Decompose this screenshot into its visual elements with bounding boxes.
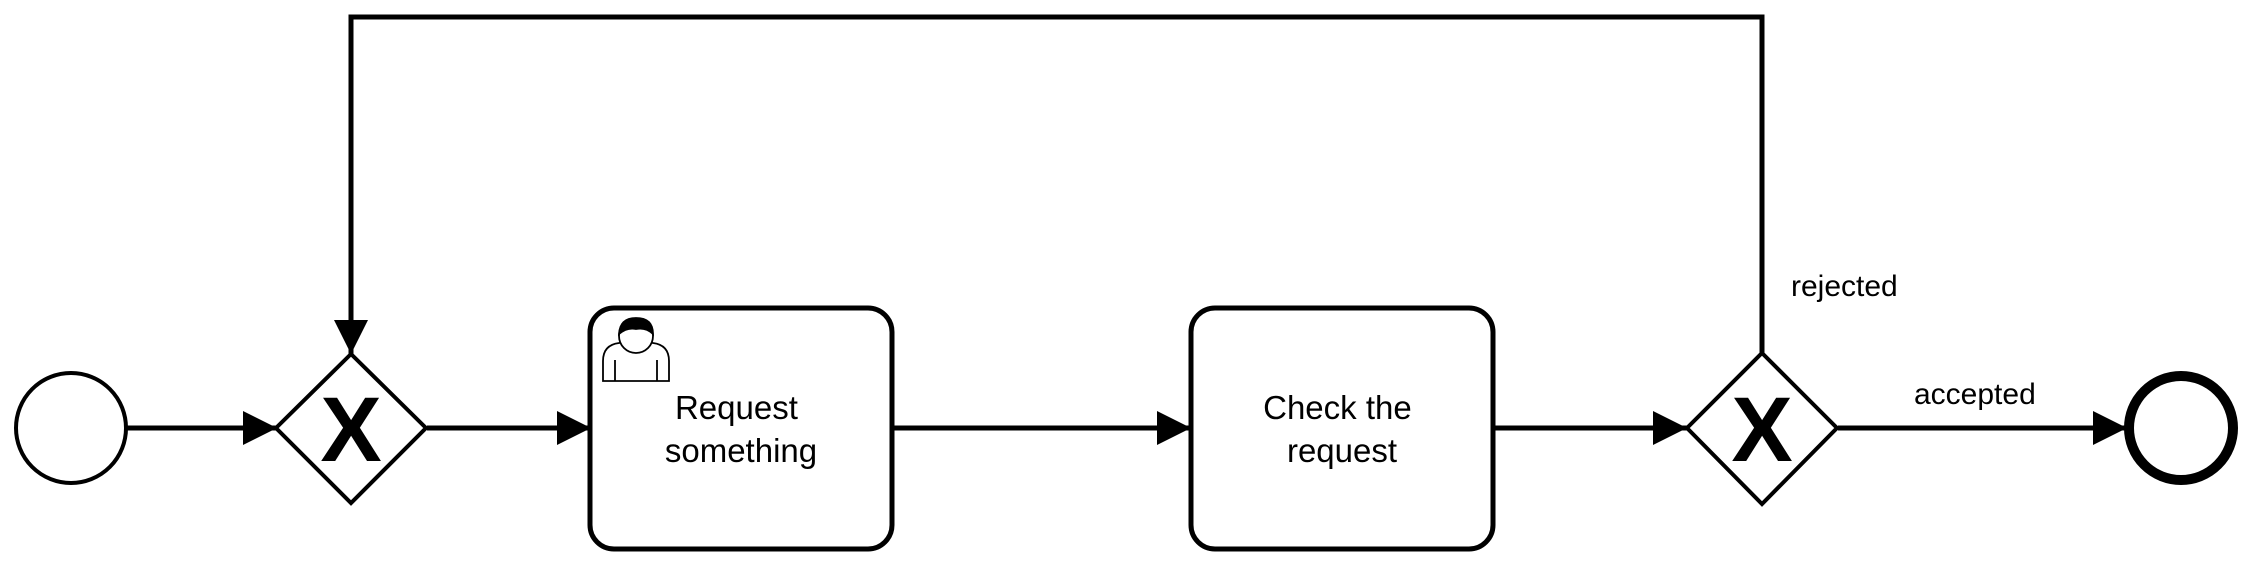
svg-text:Check the request: Check the request [1263, 389, 1421, 469]
task-label-line2: request [1287, 432, 1397, 469]
task-label-line2: something [665, 432, 817, 469]
gateway-x-marker: X [320, 379, 381, 481]
exclusive-gateway-decision[interactable]: X [1684, 350, 1840, 507]
svg-text:Request something: Request something [665, 389, 817, 469]
task-label-line1: Check the [1263, 389, 1412, 426]
flow-label-rejected: rejected [1791, 270, 1898, 303]
end-event[interactable] [2124, 371, 2238, 485]
flow-label-accepted: accepted [1914, 378, 2036, 411]
user-task-request-something[interactable]: Request something [587, 305, 895, 552]
exclusive-gateway-merge[interactable]: X [273, 351, 429, 506]
user-icon [602, 317, 670, 382]
gateway-x-marker: X [1731, 379, 1792, 481]
flow-rejected[interactable] [334, 14, 1765, 354]
task-check-the-request[interactable]: Check the request [1188, 305, 1496, 552]
start-event[interactable] [14, 371, 128, 485]
task-label-line1: Request [675, 389, 798, 426]
